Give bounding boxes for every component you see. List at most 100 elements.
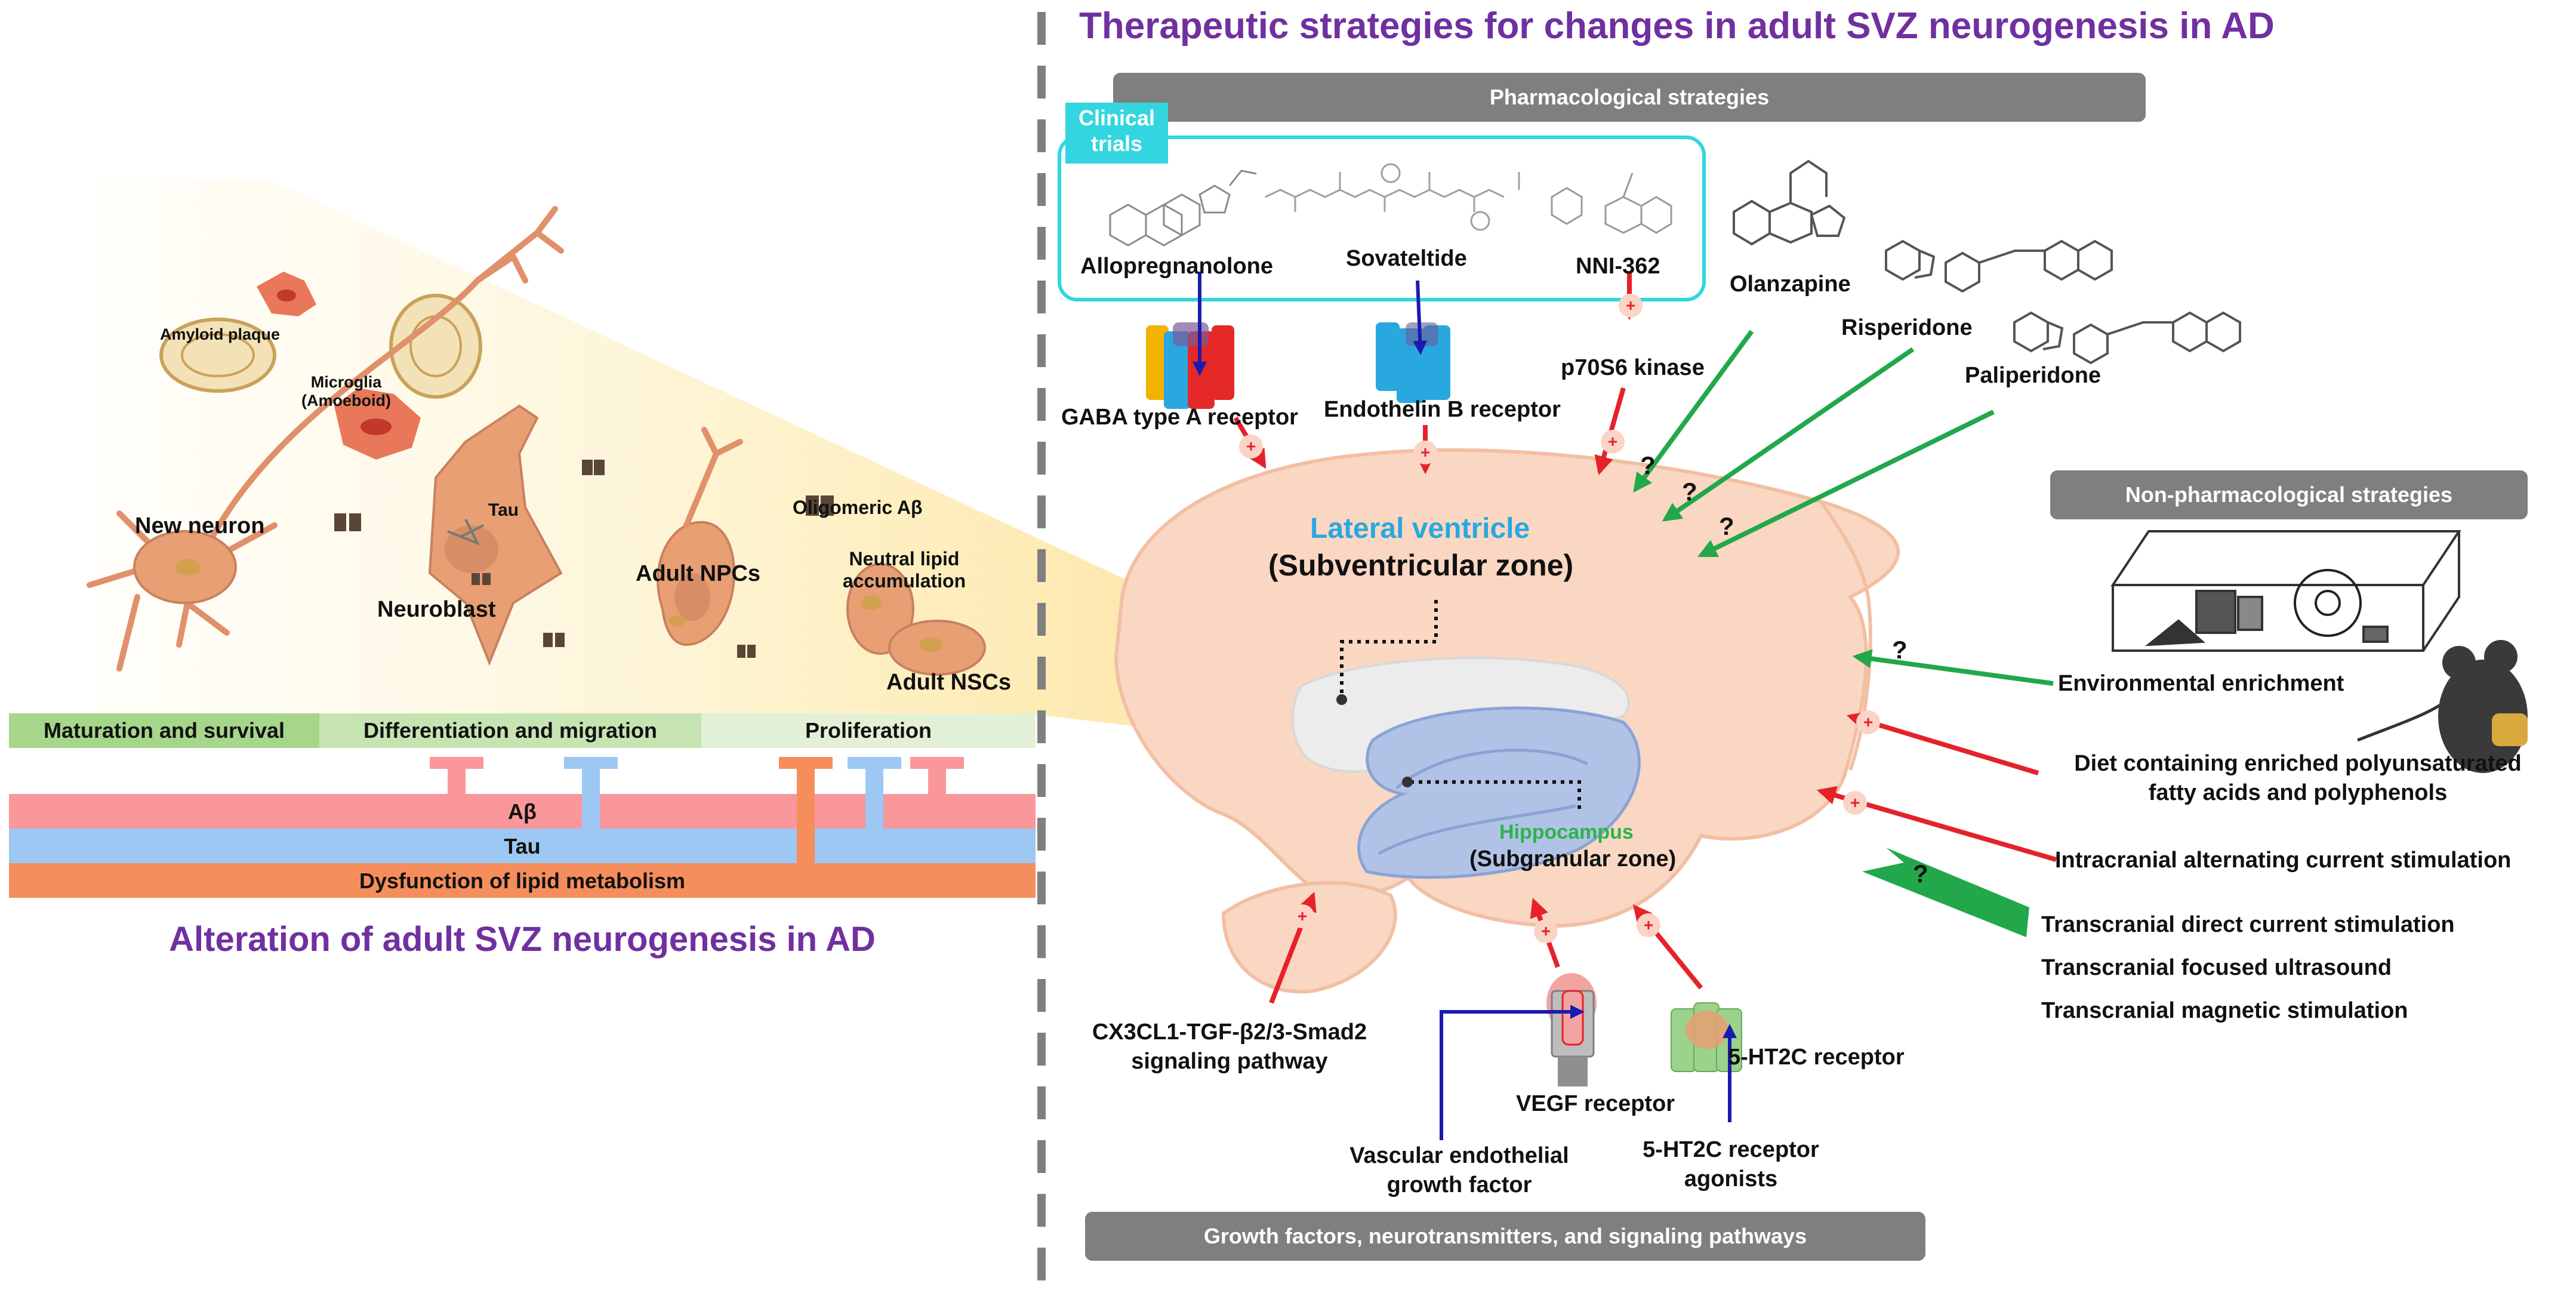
neuroblast-icon — [428, 404, 563, 666]
microglia-amoeboid-icon — [334, 388, 421, 460]
mouse-icon — [2357, 640, 2528, 773]
svg-text:+: + — [1298, 907, 1307, 925]
tms-label: Transcranial magnetic stimulation — [2041, 998, 2408, 1023]
oligomeric-abeta-label: Oligomeric Aβ — [793, 497, 923, 518]
stage-bar-maturation — [9, 713, 319, 748]
ht2c-receptor-label: 5-HT2C receptor — [1728, 1045, 1905, 1070]
cx3cl1-pathway-label: CX3CL1-TGF-β2/3-Smad2 signaling pathway — [1092, 1020, 1367, 1074]
risperidone-label: Risperidone — [1841, 315, 1973, 340]
brain-illustration — [1114, 448, 1900, 994]
left-panel-title: Alteration of adult SVZ neurogenesis in … — [169, 920, 876, 959]
microglia-small-icon — [257, 272, 316, 316]
paliperidone-structure-icon — [2013, 311, 2241, 365]
svz-label: (Subventricular zone) — [1268, 549, 1574, 582]
stimulation-big-arrow — [1862, 848, 2029, 937]
svg-text:+: + — [1608, 432, 1617, 451]
abeta-bar-label: Aβ — [508, 799, 537, 824]
iacs-label: Intracranial alternating current stimula… — [2055, 848, 2512, 873]
svg-text:+: + — [1644, 916, 1653, 934]
tau-inhibitors — [564, 757, 901, 829]
oligomer-icons — [334, 460, 834, 658]
plus-circles: + + + + + + + + + — [1239, 294, 1880, 943]
enrichment-cage-icon — [2110, 530, 2461, 652]
svg-text:+: + — [1421, 443, 1430, 461]
svz-point — [1336, 694, 1347, 705]
svg-text:+: + — [1850, 793, 1860, 812]
vegf-receptor-icon — [1546, 973, 1597, 1086]
adult-npcs-label: Adult NPCs — [636, 561, 760, 586]
non-pharmacological-header: Non-pharmacological strategies — [2050, 470, 2528, 519]
p70s6-kinase-label: p70S6 kinase — [1561, 355, 1705, 380]
pharmacological-header: Pharmacological strategies — [1113, 73, 2146, 122]
new-neuron-label: New neuron — [135, 513, 265, 538]
sgz-pointer — [1407, 780, 1581, 809]
question-mark-1: ? — [1640, 451, 1656, 479]
question-mark-4: ? — [1892, 636, 1908, 664]
gaba-receptor-icon — [1146, 322, 1234, 409]
growth-factors-header: Growth factors, neurotransmitters, and s… — [1085, 1212, 1925, 1261]
amyloid-plaque-icon — [159, 318, 276, 393]
green-arrows — [1633, 330, 2054, 686]
tau-bar-label: Tau — [504, 834, 541, 858]
sgz-label: (Subgranular zone) — [1469, 846, 1677, 872]
clinical-trials-box — [1058, 136, 1706, 301]
endothelin-receptor-label: Endothelin B receptor — [1324, 397, 1561, 422]
ht2c-receptor-icon — [1671, 1002, 1742, 1072]
allopregnanolone-label: Allopregnanolone — [1080, 254, 1273, 279]
stage-bar-proliferation — [701, 713, 1036, 748]
adult-nscs-label: Adult NSCs — [886, 670, 1011, 695]
vegf-receptor-label: VEGF receptor — [1516, 1091, 1675, 1116]
right-panel-title: Therapeutic strategies for changes in ad… — [1079, 5, 2275, 47]
sovateltide-label: Sovateltide — [1346, 246, 1467, 271]
neuroblast-label: Neuroblast — [377, 597, 496, 622]
question-mark-3: ? — [1719, 512, 1734, 540]
svg-text:+: + — [1246, 437, 1256, 455]
stage-label-maturation: Maturation and survival — [43, 718, 285, 743]
hippocampus-label: Hippocampus — [1499, 821, 1634, 843]
olanzapine-structure-icon — [1733, 159, 1846, 246]
clinical-trials-label: Clinical trials — [1065, 103, 1168, 164]
tfus-label: Transcranial focused ultrasound — [2041, 955, 2392, 980]
environmental-enrichment-label: Environmental enrichment — [2058, 671, 2344, 696]
question-mark-5: ? — [1913, 860, 1928, 888]
sovateltide-structure-icon — [1265, 163, 1520, 231]
gaba-receptor-label: GABA type A receptor — [1061, 405, 1298, 430]
adult-npcs-icon — [657, 427, 743, 646]
svg-text:+: + — [1541, 922, 1551, 940]
amyloid-plaque-icon-2 — [389, 294, 482, 399]
microglia-label: Microglia (Amoeboid) — [301, 373, 391, 410]
sgz-point — [1402, 777, 1413, 787]
nni362-structure-icon — [1551, 173, 1672, 234]
tau-cell-label: Tau — [488, 500, 519, 520]
lipid-bar — [9, 863, 1036, 898]
abeta-inhibitors — [430, 757, 964, 794]
new-neuron-icon — [87, 206, 564, 672]
endothelin-receptor-icon — [1376, 322, 1450, 403]
adult-nsc-cell-2 — [888, 620, 986, 676]
blue-arrows — [1193, 272, 1737, 1140]
lipid-inhibitor — [779, 757, 833, 863]
svg-text:+: + — [1626, 296, 1635, 315]
stage-label-proliferation: Proliferation — [805, 718, 932, 743]
tdcs-label: Transcranial direct current stimulation — [2041, 912, 2455, 937]
svg-text:+: + — [1863, 713, 1873, 731]
risperidone-structure-icon — [1885, 239, 2113, 293]
stage-bar-differentiation — [319, 713, 701, 748]
paliperidone-label: Paliperidone — [1965, 363, 2102, 388]
lateral-ventricle-label: Lateral ventricle — [1310, 513, 1530, 544]
nni362-label: NNI-362 — [1576, 254, 1660, 279]
ht2c-agonists-label: 5-HT2C receptor agonists — [1643, 1137, 1819, 1192]
diet-label: Diet containing enriched polyunsaturated… — [2074, 751, 2522, 805]
neutral-lipid-label: Neutral lipid accumulation — [842, 548, 966, 592]
lipid-bar-label: Dysfunction of lipid metabolism — [359, 869, 686, 893]
allopregnanolone-structure-icon — [1109, 170, 1257, 247]
abeta-bar — [9, 794, 1036, 829]
adult-nsc-cell-1 — [846, 563, 914, 655]
tau-bar — [9, 829, 1036, 863]
stage-label-differentiation: Differentiation and migration — [363, 718, 657, 743]
vegf-factor-label: Vascular endothelial growth factor — [1349, 1143, 1569, 1197]
olanzapine-label: Olanzapine — [1730, 272, 1851, 297]
amyloid-plaque-label: Amyloid plaque — [160, 325, 281, 343]
